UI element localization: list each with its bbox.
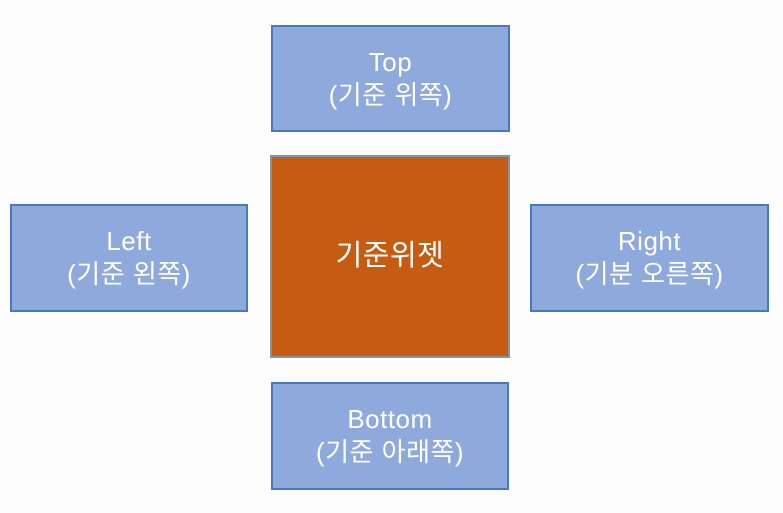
- anchor-bottom-label-ko: (기준 아래쪽): [315, 437, 465, 467]
- anchor-bottom-box: Bottom (기준 아래쪽): [271, 382, 509, 490]
- anchor-top-label-ko: (기준 위쪽): [328, 79, 453, 110]
- anchor-left-box: Left (기준 왼쪽): [10, 204, 248, 312]
- anchor-top-box: Top (기준 위쪽): [271, 25, 510, 132]
- anchor-left-label-en: Left: [106, 226, 152, 256]
- anchor-right-label-ko: (기분 오른쪽): [575, 259, 724, 289]
- anchor-right-label-en: Right: [617, 226, 682, 256]
- reference-widget-label: 기준위젯: [335, 240, 445, 272]
- reference-widget-box: 기준위젯: [270, 155, 510, 358]
- anchor-bottom-label-en: Bottom: [347, 404, 433, 434]
- anchor-left-label-ko: (기준 왼쪽): [67, 259, 191, 289]
- anchor-top-label-en: Top: [368, 46, 413, 77]
- anchor-right-box: Right (기분 오른쪽): [530, 204, 769, 312]
